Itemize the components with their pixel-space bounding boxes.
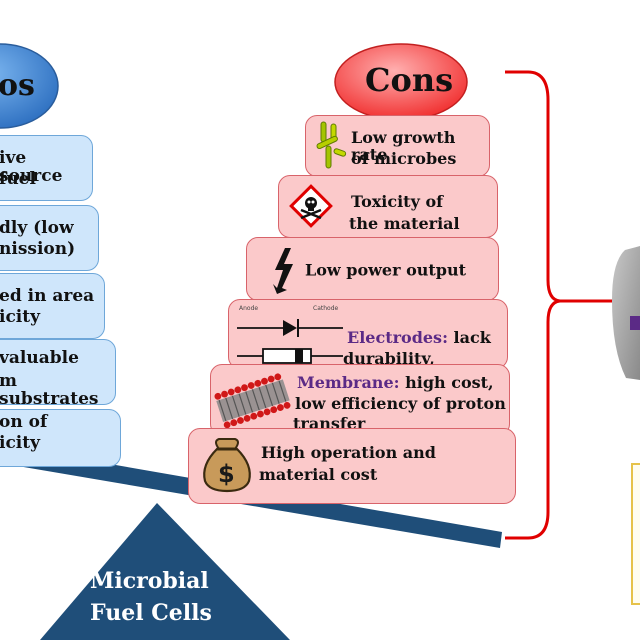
membrane-key: Membrane: <box>297 373 400 392</box>
circuit-diode-icon: Anode Cathode <box>237 305 343 364</box>
con-item-line: Low power output <box>305 260 466 280</box>
con-item-line: transfer <box>293 414 366 433</box>
pros-header: os <box>0 68 35 103</box>
partial-marker-purple <box>630 316 640 330</box>
con-box-power: Low power output <box>246 237 499 301</box>
pro-item-line: m substrates <box>0 371 99 409</box>
pro-box-3: ed in area icity <box>0 273 105 339</box>
svg-text:$: $ <box>218 460 235 488</box>
fulcrum-label-line1: Microbial <box>90 568 209 594</box>
con-item-line: Toxicity of <box>351 192 443 211</box>
membrane-icon <box>214 373 291 429</box>
fulcrum-triangle <box>40 503 290 640</box>
con-box-growth: Low growth rate of microbes <box>305 115 490 177</box>
con-item-line: material cost <box>259 465 378 484</box>
lightning-icon <box>273 248 293 294</box>
con-box-electrodes: Anode Cathode Electrodes: lack durabilit… <box>228 299 508 384</box>
cons-header: Cons <box>365 61 454 99</box>
fulcrum-label-line2: Fuel Cells <box>90 600 212 626</box>
pro-item-line: valuable <box>0 348 79 368</box>
con-item-line: the material <box>349 214 460 233</box>
con-item-line: Membrane: high cost, <box>297 373 494 392</box>
pro-item-line: icity <box>0 433 40 453</box>
partial-box-yellow <box>631 463 640 605</box>
con-item-line: low efficiency of proton <box>295 394 506 413</box>
con-item-line: Electrodes: lack <box>347 328 491 347</box>
cons-bracket <box>505 70 612 540</box>
membrane-rest: high cost, <box>399 373 494 392</box>
pro-item-line: dly (low <box>0 218 74 238</box>
pro-box-5: on of icity <box>0 409 121 467</box>
pro-box-2: dly (low nission) <box>0 205 99 271</box>
electrodes-rest: lack <box>447 328 491 347</box>
partial-image-gray <box>612 246 640 380</box>
bacteria-icon <box>316 121 347 169</box>
pro-item-line: ed in area <box>0 286 95 306</box>
pro-item-line: icity <box>0 307 40 327</box>
pro-item-line: on of <box>0 412 48 432</box>
con-box-cost: $ High operation and material cost <box>188 428 516 504</box>
money-bag-icon: $ <box>203 438 251 493</box>
con-box-toxicity: Toxicity of the material <box>278 175 498 238</box>
con-item-line: of microbes <box>351 149 457 168</box>
pros-header-bubble <box>0 43 59 129</box>
pro-box-4: valuable m substrates <box>0 339 116 408</box>
pro-box-1: ive source fuel <box>0 135 93 201</box>
cathode-label: Cathode <box>313 305 339 312</box>
pro-item-line: ive source <box>0 148 63 186</box>
skull-hazard-icon <box>289 184 333 228</box>
con-item-line: Low growth rate <box>351 128 456 164</box>
pro-item-line: fuel <box>0 169 36 189</box>
con-box-membrane: Membrane: high cost, low efficiency of p… <box>210 364 510 436</box>
pro-item-line: nission) <box>0 239 76 259</box>
electrodes-key: Electrodes: <box>347 328 448 347</box>
con-item-line: High operation and <box>261 443 436 462</box>
anode-label: Anode <box>239 305 258 312</box>
